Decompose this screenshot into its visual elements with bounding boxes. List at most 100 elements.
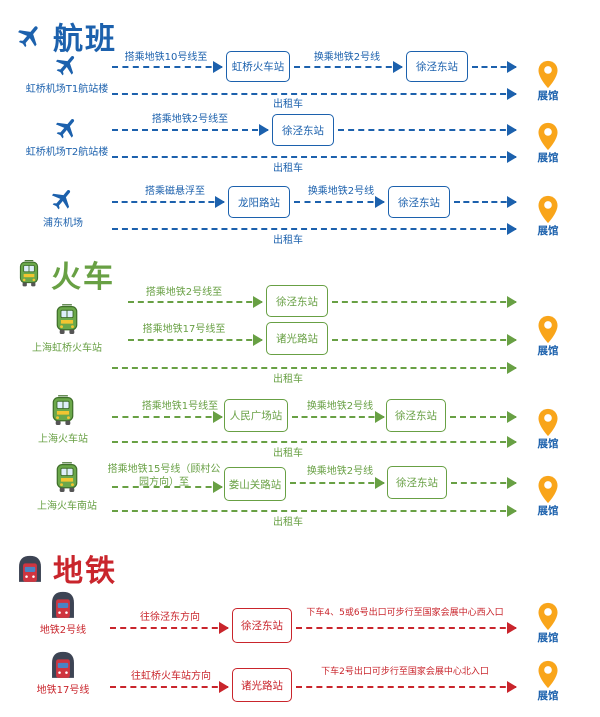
taxi-arrow — [112, 436, 517, 448]
destination-label: 展馆 — [537, 152, 559, 164]
destination-label: 展馆 — [537, 90, 559, 102]
metro-icon — [52, 591, 74, 618]
station-box: 龙阳路站 — [228, 186, 290, 218]
station-box: 徐泾东站 — [386, 399, 446, 432]
route-arrow — [338, 124, 517, 136]
route-arrow — [450, 411, 517, 423]
taxi-label: 出租车 — [273, 517, 303, 528]
route-arrow — [128, 334, 263, 346]
flights-section-title: 航班 — [53, 22, 117, 57]
map-pin-icon — [538, 122, 558, 151]
taxi-arrow — [112, 88, 517, 100]
taxi-label: 出租车 — [273, 99, 303, 110]
taxi-label: 出租车 — [273, 374, 303, 385]
route-arrow — [294, 61, 403, 73]
destination-pin: 展馆 — [526, 195, 570, 237]
route-arrow — [112, 61, 223, 73]
walking-directions-label: 下车4、5或6号出口可步行至国家会展中心西入口 — [306, 608, 504, 618]
walking-directions-label: 下车2号出口可步行至国家会展中心北入口 — [321, 667, 489, 677]
route-arrow — [296, 622, 517, 634]
route-arrow — [451, 477, 517, 489]
metro-icon — [52, 651, 74, 678]
metro-section-title: 地铁 — [53, 554, 117, 589]
route-step-label: 往徐泾东方向 — [140, 612, 200, 623]
origin-metro-line-2: 地铁2号线 — [8, 589, 118, 637]
origin-metro-line-17: 地铁17号线 — [8, 649, 118, 697]
origin-label: 虹桥机场T1航站楼 — [25, 84, 109, 95]
route-step-label: 往虹桥火车站方向 — [131, 671, 211, 682]
origin-label: 地铁17号线 — [36, 685, 90, 696]
map-pin-icon — [538, 475, 558, 504]
station-box: 娄山关路站 — [224, 467, 286, 501]
map-pin-icon — [538, 60, 558, 89]
train-icon — [19, 260, 39, 287]
airplane-icon — [47, 183, 78, 214]
station-box: 诸光路站 — [232, 668, 292, 702]
destination-label: 展馆 — [537, 632, 559, 644]
route-arrow — [110, 622, 229, 634]
trains-section-title: 火车 — [51, 260, 115, 295]
destination-pin: 展馆 — [526, 122, 570, 164]
route-arrow — [112, 411, 223, 423]
map-pin-icon — [538, 602, 558, 631]
route-arrow — [290, 477, 385, 489]
station-box: 人民广场站 — [224, 399, 288, 432]
destination-pin: 展馆 — [526, 475, 570, 517]
airplane-icon — [13, 19, 46, 52]
station-box: 徐泾东站 — [387, 466, 447, 499]
destination-pin: 展馆 — [526, 315, 570, 357]
route-arrow — [128, 296, 263, 308]
train-icon — [56, 304, 78, 335]
taxi-label: 出租车 — [273, 163, 303, 174]
route-step-label: 搭乘地铁2号线至 — [151, 114, 229, 125]
destination-label: 展馆 — [537, 345, 559, 357]
route-step-label: 换乘地铁2号线 — [306, 401, 374, 412]
airplane-icon — [51, 49, 82, 80]
origin-label: 上海火车南站 — [37, 501, 97, 512]
destination-pin: 展馆 — [526, 602, 570, 644]
station-box: 诸光路站 — [266, 322, 328, 355]
destination-label: 展馆 — [537, 690, 559, 702]
route-step-label: 搭乘地铁15号线（顾村公园方向）至 — [107, 464, 221, 488]
route-arrow — [332, 334, 517, 346]
origin-hongqiao-railway: 上海虹桥火车站 — [8, 303, 126, 355]
station-box: 徐泾东站 — [272, 114, 334, 146]
destination-pin: 展馆 — [526, 408, 570, 450]
route-step-label: 搭乘地铁2号线至 — [145, 287, 223, 298]
metro-icon — [19, 555, 41, 582]
trains-section-header: 火车 — [16, 252, 115, 296]
route-arrow — [294, 196, 385, 208]
station-box: 徐泾东站 — [406, 51, 468, 82]
route-arrow — [332, 296, 517, 308]
map-pin-icon — [538, 195, 558, 224]
train-icon — [56, 462, 78, 493]
taxi-arrow — [112, 362, 517, 374]
taxi-arrow — [112, 151, 517, 163]
route-step-label: 搭乘地铁1号线至 — [141, 401, 219, 412]
taxi-label: 出租车 — [273, 448, 303, 459]
destination-label: 展馆 — [537, 225, 559, 237]
destination-label: 展馆 — [537, 505, 559, 517]
origin-hongqiao-t2: 虹桥机场T2航站楼 — [8, 112, 126, 159]
destination-label: 展馆 — [537, 438, 559, 450]
taxi-label: 出租车 — [273, 235, 303, 246]
origin-shanghai-south-railway: 上海火车南站 — [8, 461, 126, 513]
route-step-label: 搭乘磁悬浮至 — [145, 186, 205, 197]
origin-label: 浦东机场 — [43, 218, 83, 229]
taxi-arrow — [112, 505, 517, 517]
origin-label: 虹桥机场T2航站楼 — [25, 147, 109, 158]
metro-section-header: 地铁 — [16, 546, 117, 590]
origin-pudong-airport: 浦东机场 — [8, 183, 118, 230]
route-step-label: 换乘地铁2号线 — [306, 466, 374, 477]
origin-shanghai-railway: 上海火车站 — [8, 394, 118, 446]
flights-section-header: 航班 — [13, 14, 117, 58]
origin-label: 地铁2号线 — [39, 625, 87, 636]
route-arrow — [292, 411, 385, 423]
destination-pin: 展馆 — [526, 60, 570, 102]
route-arrow — [296, 681, 517, 693]
airplane-icon — [51, 112, 82, 143]
origin-hongqiao-t1: 虹桥机场T1航站楼 — [8, 49, 126, 96]
station-box: 虹桥火车站 — [226, 51, 290, 82]
station-box: 徐泾东站 — [388, 186, 450, 218]
